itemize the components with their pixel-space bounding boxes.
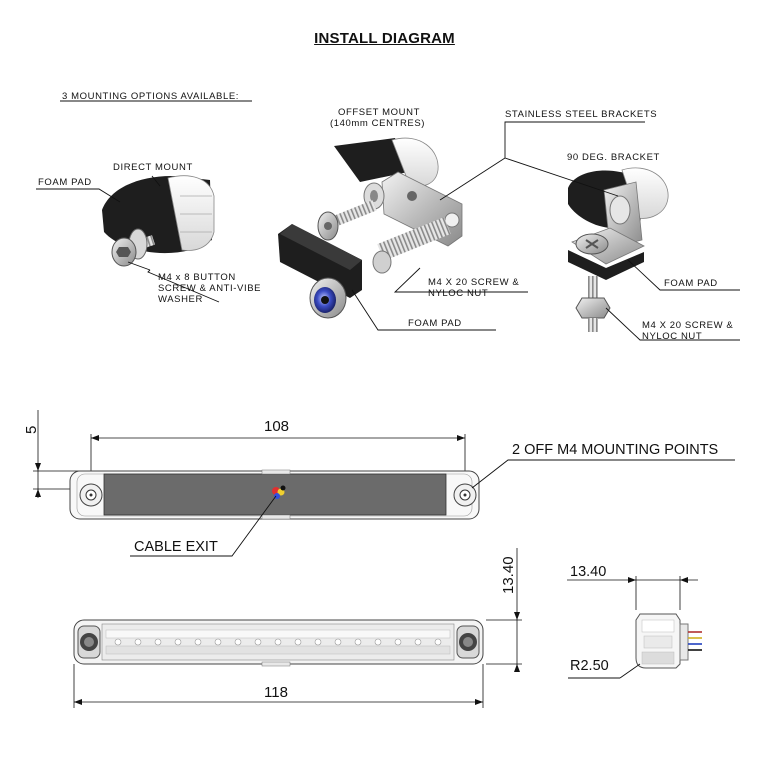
options-heading: 3 MOUNTING OPTIONS AVAILABLE:	[62, 91, 240, 102]
direct-mount-illustration	[102, 175, 215, 267]
direct-mount-screw-label-3: WASHER	[158, 294, 203, 305]
offset-mount-screw-label-1: M4 X 20 SCREW &	[428, 277, 520, 288]
top-view-drawing	[33, 410, 735, 557]
front-view-drawing	[73, 548, 522, 708]
top-view-width-dimension: 108	[264, 418, 290, 435]
mounting-points-label: 2 OFF M4 MOUNTING POINTS	[512, 442, 719, 458]
side-view-depth-dimension: 13.40	[570, 564, 607, 580]
direct-mount-screw-label-2: SCREW & ANTI-VIBE	[158, 283, 262, 294]
led-row	[114, 638, 442, 646]
direct-mount-screw-label-1: M4 x 8 BUTTON	[158, 272, 236, 283]
offset-mount-heading-2: (140mm CENTRES)	[330, 118, 426, 129]
ninety-degree-bracket-illustration	[568, 167, 669, 332]
stainless-brackets-label: STAINLESS STEEL BRACKETS	[505, 109, 658, 120]
direct-mount-heading: DIRECT MOUNT	[113, 162, 193, 173]
side-view-radius-dimension: R2.50	[570, 658, 609, 674]
offset-mount-illustration	[278, 137, 463, 319]
front-view-length-dimension: 118	[264, 684, 288, 701]
cable-exit-label: CABLE EXIT	[134, 539, 218, 555]
ninety-bracket-foam-pad-label: FOAM PAD	[664, 278, 718, 289]
side-view-drawing	[567, 576, 702, 679]
top-view-offset-dimension: 5	[23, 425, 40, 434]
direct-mount-foam-pad-label: FOAM PAD	[38, 177, 92, 188]
offset-mount-heading-1: OFFSET MOUNT	[338, 107, 420, 118]
ninety-bracket-screw-label-2: NYLOC NUT	[642, 331, 703, 342]
front-view-height-dimension: 13.40	[500, 556, 517, 594]
offset-mount-foam-pad-label: FOAM PAD	[408, 318, 462, 329]
offset-mount-screw-label-2: NYLOC NUT	[428, 288, 489, 299]
leader-lines-top	[36, 121, 740, 341]
ninety-bracket-heading: 90 DEG. BRACKET	[567, 152, 660, 163]
ninety-bracket-screw-label-1: M4 X 20 SCREW &	[642, 320, 734, 331]
page-title: INSTALL DIAGRAM	[314, 30, 455, 47]
